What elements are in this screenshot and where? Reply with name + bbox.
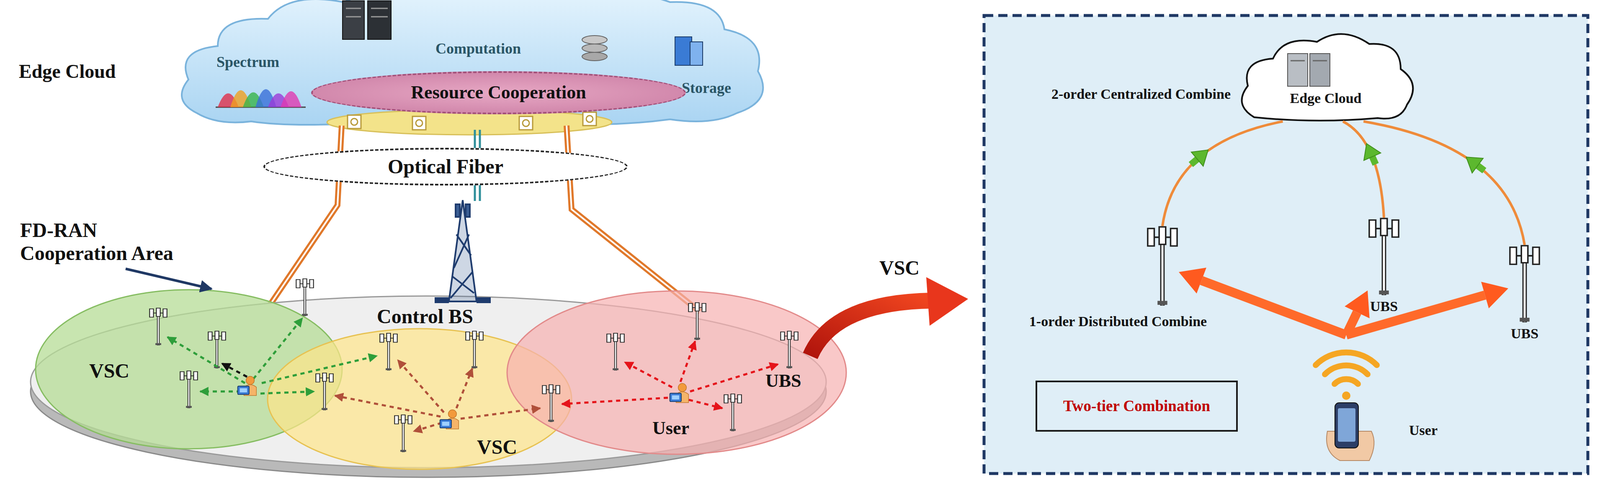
node-text: VSC	[89, 359, 130, 383]
label: 2-order Centralized Combine	[1048, 85, 1234, 103]
resource-ellipse: Resource Cooperation	[311, 71, 686, 115]
edge-cloud: Edge Cloud	[1239, 41, 1412, 122]
vsc-area: UBS User	[507, 291, 847, 455]
connector	[1342, 121, 1384, 218]
node-text: Edge Cloud	[18, 60, 116, 83]
node-text: Two-tier Combination	[1063, 397, 1211, 416]
base-station: 1-order Distributed Combine	[1146, 226, 1179, 306]
label: VSC	[879, 256, 920, 280]
connector	[1363, 121, 1525, 245]
node-text: User	[652, 417, 690, 440]
node-text: UBS	[1362, 298, 1405, 315]
vsc-area: VSC	[267, 328, 572, 470]
edge-cloud: Edge Cloud Spectrum ComputationStorage Reso…	[8, 0, 758, 126]
node-text: Computation	[435, 40, 521, 58]
connector	[1162, 121, 1284, 227]
node-text: FD-RAN Cooperation Area	[20, 218, 196, 265]
vsc-area: VSC	[35, 289, 343, 449]
fiber-ellipse: Optical Fiber	[263, 147, 628, 186]
node-text: User	[1409, 422, 1438, 439]
connector	[1346, 281, 1509, 335]
caption-box: Two-tier Combination	[1035, 380, 1238, 432]
control-tower	[435, 200, 490, 303]
server-icon	[1287, 53, 1330, 87]
user-device: User	[1314, 334, 1378, 461]
label: Control BS	[376, 304, 474, 328]
node-text: UBS	[1503, 325, 1546, 342]
node-text: Resource Cooperation	[410, 82, 586, 104]
base-station: UBS	[1508, 244, 1541, 323]
node-text: Edge Cloud	[1239, 90, 1412, 107]
server-icon	[342, 0, 703, 66]
base-station: UBS	[1367, 217, 1401, 296]
node-text: Storage	[681, 79, 732, 97]
node-text: Spectrum	[216, 53, 280, 71]
node-text: 1-order Distributed Combine	[1021, 313, 1215, 330]
ubs-towers	[149, 278, 798, 453]
spectrum-icon	[215, 89, 306, 108]
node-text: UBS	[765, 370, 802, 392]
node-text: Optical Fiber	[387, 154, 504, 178]
node-text: VSC	[476, 435, 518, 459]
